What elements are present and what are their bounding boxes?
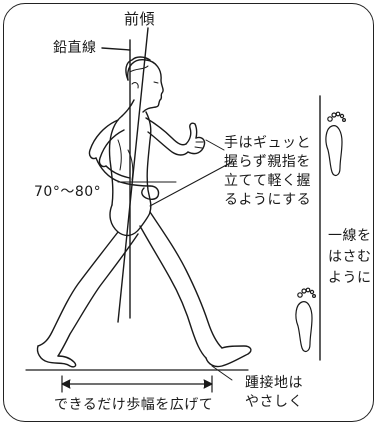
runner-front-leg — [139, 211, 252, 368]
footprint-upper — [325, 111, 347, 177]
runner-head — [125, 56, 164, 113]
heel-leader — [211, 365, 233, 381]
line-instruction-line: はさむ — [328, 249, 372, 265]
runner-front-arm — [145, 117, 206, 156]
illustration-frame — [3, 3, 374, 422]
line-instruction-line: ように — [328, 270, 372, 286]
heel-instruction-line: 踵接地は — [245, 375, 303, 391]
fist-instruction-line: 握らず親指を — [224, 154, 311, 170]
heel-instruction-line: やさしく — [245, 394, 303, 410]
forward-lean-label: 前傾 — [124, 10, 156, 28]
plumb-line-label: 鉛直線 — [53, 40, 97, 56]
plumb-leader — [101, 47, 131, 51]
arm-angle-line-b — [149, 161, 233, 207]
stride-label: できるだけ歩幅を広げて — [54, 397, 214, 413]
runner-torso — [108, 99, 152, 237]
runner-back-leg — [36, 231, 139, 368]
line-instruction: 一線を はさむ ように — [328, 226, 372, 289]
stride-arrow — [61, 375, 213, 393]
fist-instruction-line: 立てて軽く握 — [224, 173, 311, 189]
arm-angle-label: 70°～80° — [34, 184, 102, 200]
footprint-lower — [295, 287, 317, 353]
fist-leader — [205, 139, 225, 151]
line-instruction-line: 一線を — [328, 228, 372, 244]
fist-instruction: 手はギュッと 握らず親指を 立てて軽く握 るようにする — [224, 134, 311, 210]
fist-instruction-line: るようにする — [224, 192, 312, 208]
heel-instruction: 踵接地は やさしく — [245, 374, 303, 412]
fist-instruction-line: 手はギュッと — [224, 135, 311, 151]
